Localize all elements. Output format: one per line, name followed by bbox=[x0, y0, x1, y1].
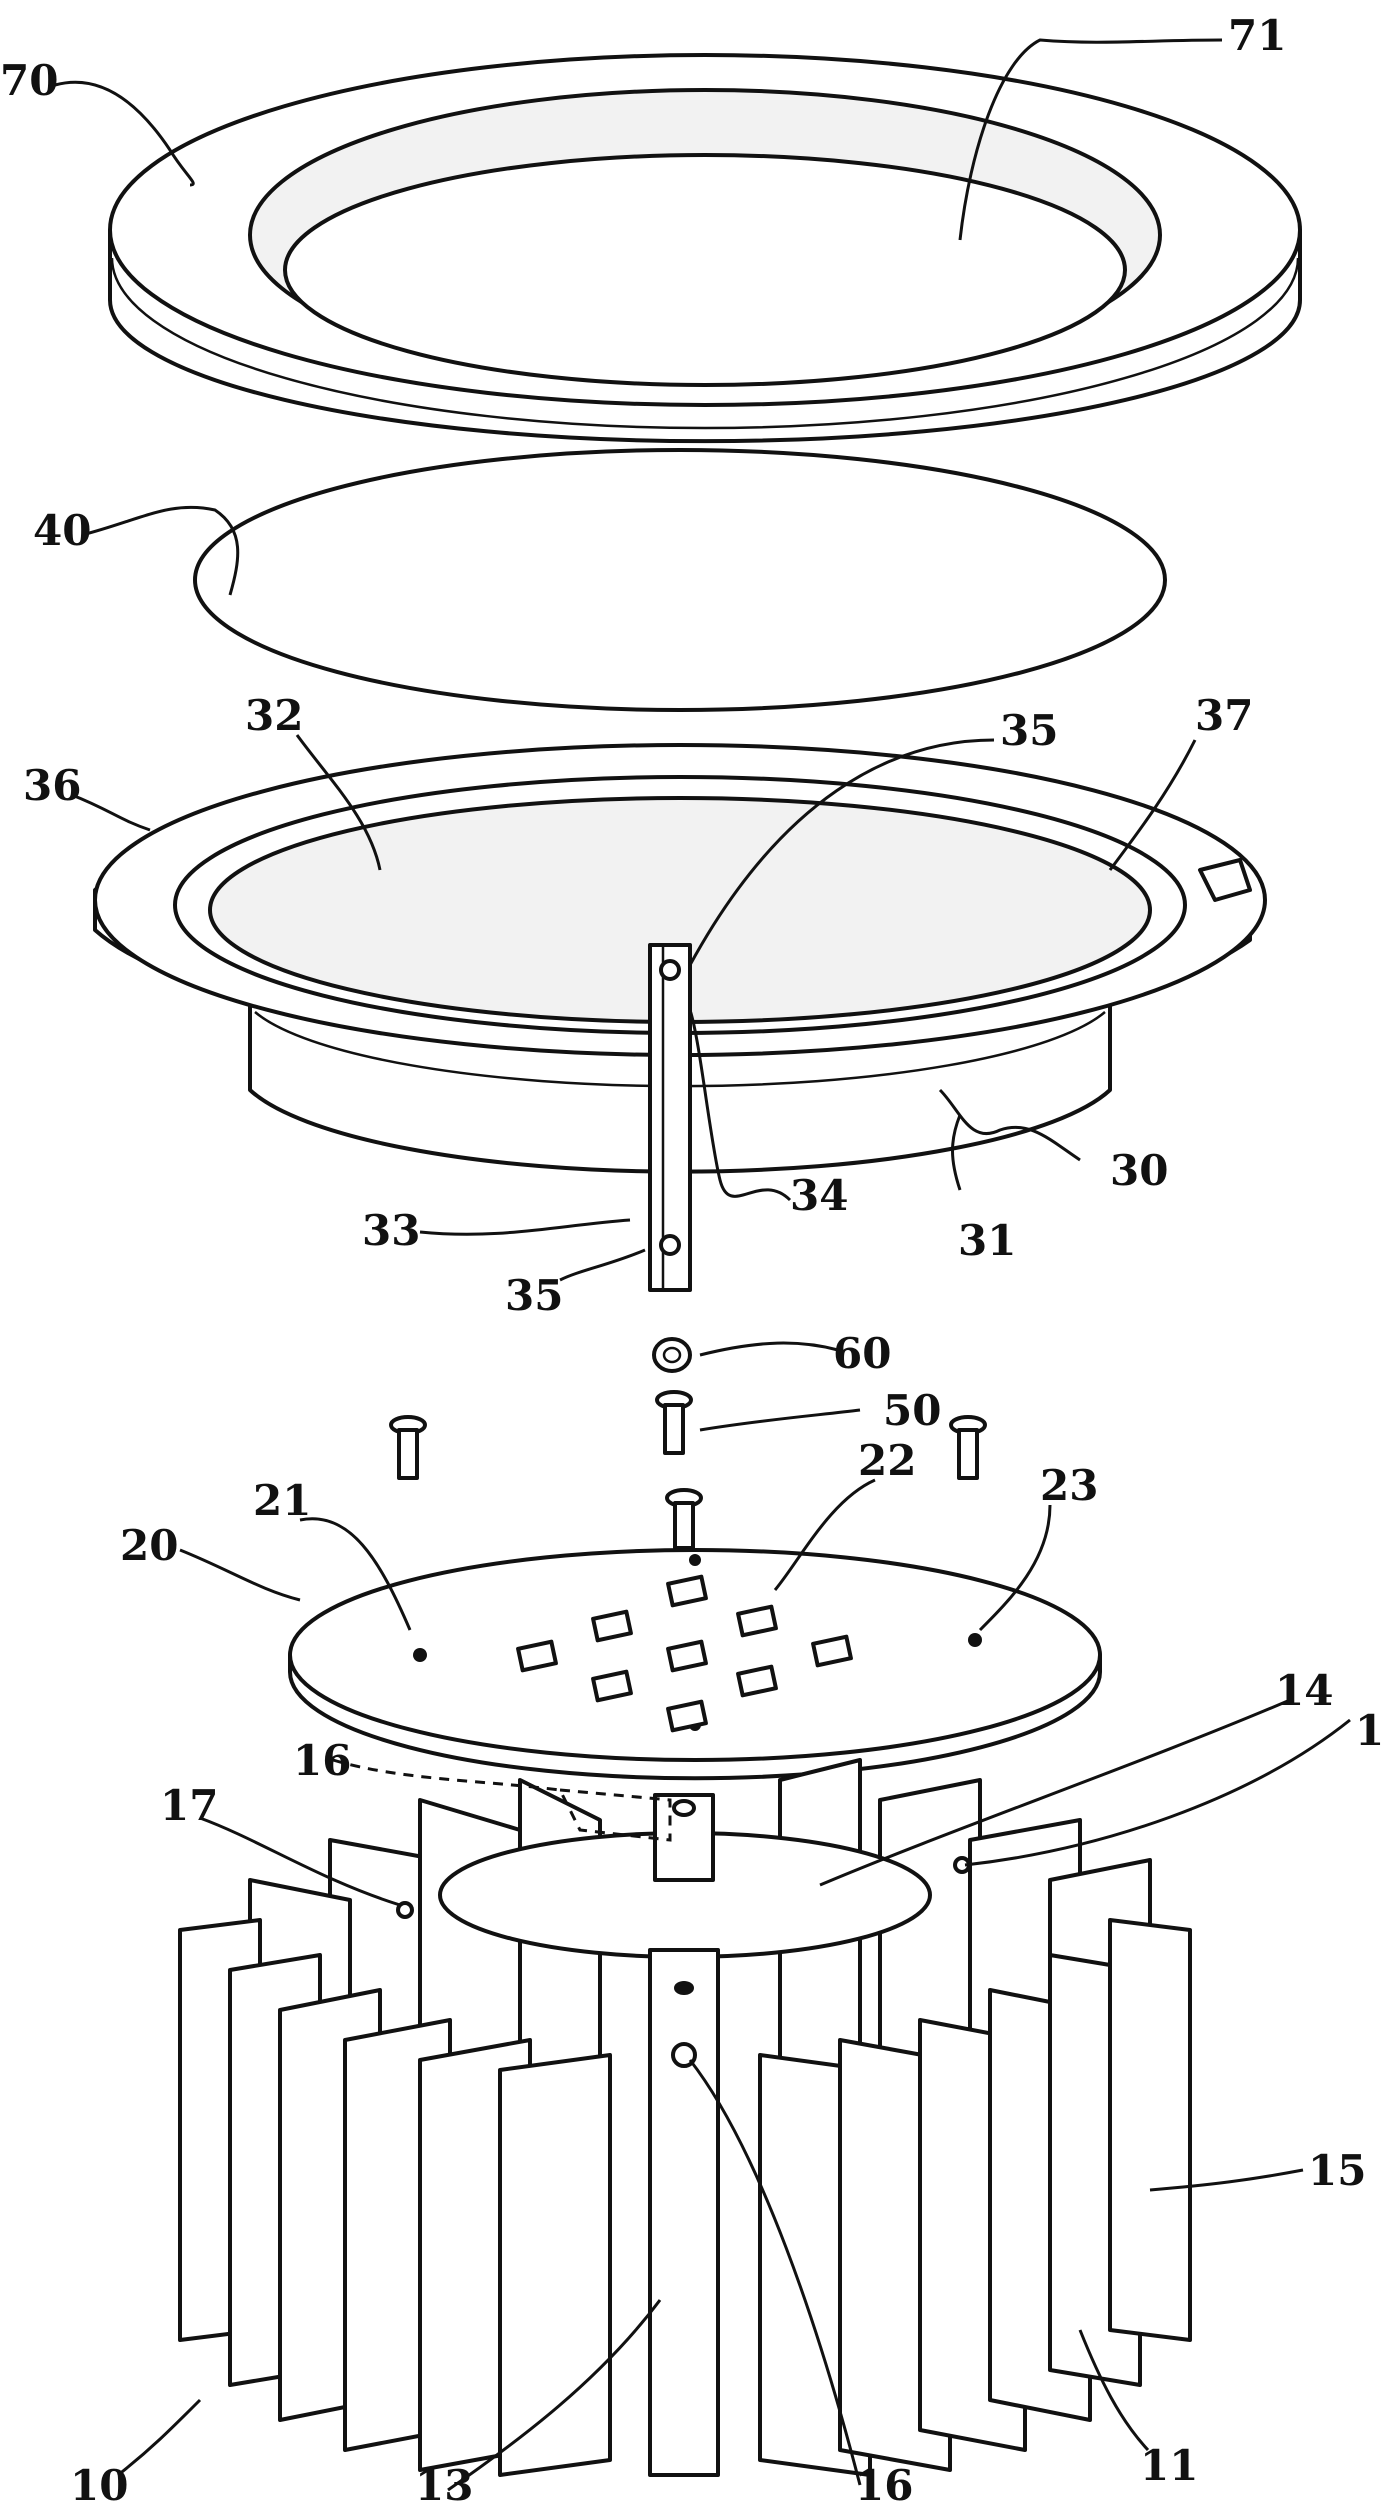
label-71: 71 bbox=[1228, 11, 1286, 60]
label-35-bottom: 35 bbox=[505, 1271, 563, 1320]
cover-ring-70 bbox=[110, 55, 1300, 441]
label-10: 10 bbox=[70, 2461, 128, 2507]
screw-50-center bbox=[657, 1392, 691, 1453]
label-32: 32 bbox=[245, 691, 303, 740]
label-11: 11 bbox=[1140, 2441, 1198, 2490]
label-13: 13 bbox=[415, 2461, 473, 2507]
label-16-bottom: 16 bbox=[855, 2461, 913, 2507]
screw-50-left bbox=[391, 1417, 425, 1478]
label-21: 21 bbox=[253, 1476, 311, 1525]
label-16-top: 16 bbox=[293, 1736, 351, 1785]
label-14: 14 bbox=[1275, 1666, 1333, 1715]
label-23: 23 bbox=[1040, 1461, 1098, 1510]
screw-50-right bbox=[951, 1417, 985, 1478]
label-36: 36 bbox=[23, 761, 81, 810]
label-50: 50 bbox=[883, 1386, 941, 1435]
label-31: 31 bbox=[958, 1216, 1016, 1265]
heatsink-hole-17 bbox=[398, 1903, 412, 1917]
label-70: 70 bbox=[0, 56, 58, 105]
label-37: 37 bbox=[1195, 691, 1253, 740]
screw-50-board bbox=[667, 1490, 701, 1548]
lens-disc-40 bbox=[195, 450, 1165, 710]
label-20: 20 bbox=[120, 1521, 178, 1570]
label-60: 60 bbox=[833, 1329, 891, 1378]
label-22: 22 bbox=[858, 1436, 916, 1485]
label-17: 17 bbox=[160, 1781, 218, 1830]
label-40: 40 bbox=[33, 506, 91, 555]
heatsink-10 bbox=[180, 1760, 1190, 2475]
label-15: 15 bbox=[1308, 2146, 1366, 2195]
channel-rib-33 bbox=[650, 945, 690, 1290]
label-35-top: 35 bbox=[1000, 706, 1058, 755]
nut-60 bbox=[654, 1339, 690, 1371]
label-33: 33 bbox=[362, 1206, 420, 1255]
label-34: 34 bbox=[790, 1171, 848, 1220]
label-30: 30 bbox=[1110, 1146, 1168, 1195]
label-1: 1 bbox=[1355, 1706, 1384, 1755]
